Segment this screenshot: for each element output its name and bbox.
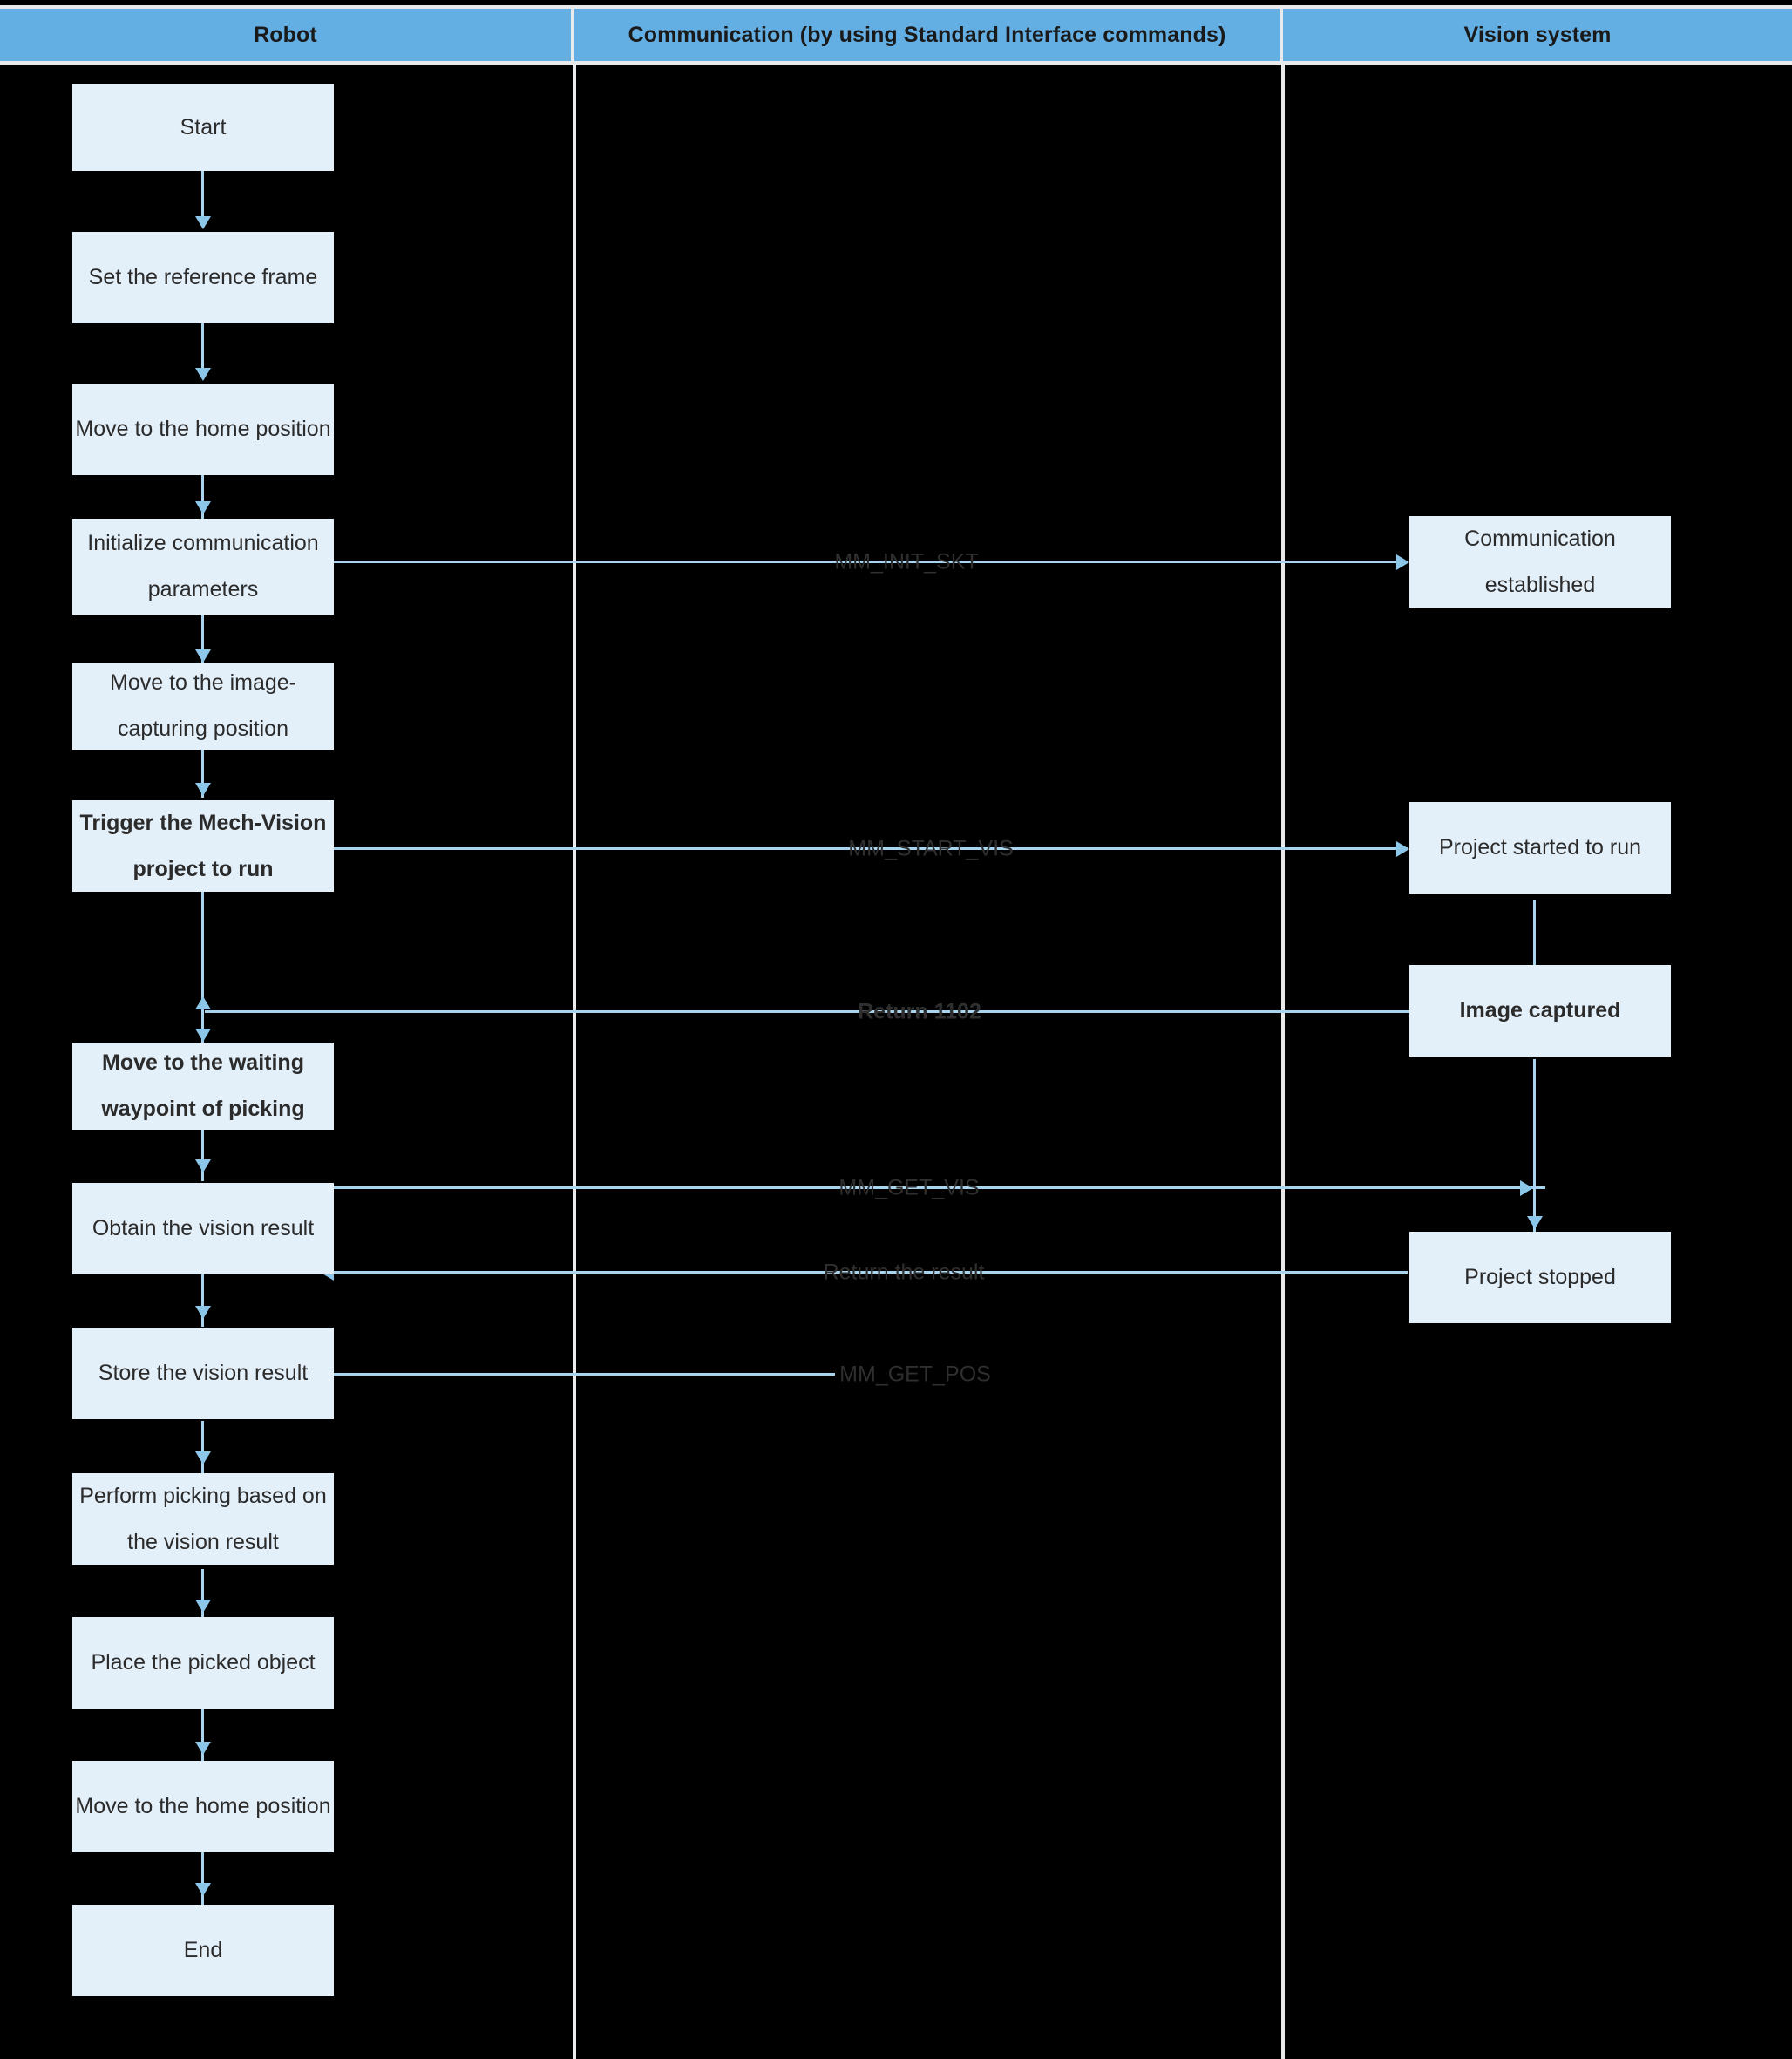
connector-place-to-home bbox=[201, 1709, 204, 1761]
node-initialize-communication-parameters-label: Initialize communication parameters bbox=[87, 531, 319, 601]
connector-home-to-end bbox=[201, 1852, 204, 1905]
lane-divider-2 bbox=[1281, 65, 1285, 2059]
message-label-return-1102: Return 1102 bbox=[858, 999, 981, 1024]
arrowhead-picking-to-place bbox=[195, 1600, 211, 1613]
node-trigger-mech-vision-project-label: Trigger the Mech-Vision project to run bbox=[79, 810, 327, 881]
node-place-picked-object[interactable]: Place the picked object bbox=[72, 1617, 334, 1709]
node-project-stopped-label: Project stopped bbox=[1464, 1265, 1616, 1289]
node-store-vision-result[interactable]: Store the vision result bbox=[72, 1328, 334, 1419]
connector-reference-to-home bbox=[201, 323, 204, 375]
arrowhead-store-to-picking bbox=[195, 1451, 211, 1464]
node-project-started-to-run-label: Project started to run bbox=[1438, 835, 1642, 860]
node-perform-picking-label: Perform picking based on the vision resu… bbox=[79, 1483, 327, 1554]
connector-capture-to-trigger bbox=[201, 750, 204, 798]
connector-captured-to-stopped bbox=[1533, 1059, 1536, 1233]
connector-picking-to-place bbox=[201, 1569, 204, 1617]
message-line-return-1102 bbox=[205, 1010, 1409, 1013]
node-place-picked-object-label: Place the picked object bbox=[91, 1650, 316, 1675]
lane-header-communication-label: Communication (by using Standard Interfa… bbox=[628, 22, 1226, 47]
lane-header-vision-label: Vision system bbox=[1463, 22, 1612, 47]
lane-header-communication: Communication (by using Standard Interfa… bbox=[574, 9, 1283, 61]
arrowhead-reference-to-home bbox=[195, 368, 211, 381]
message-line-mm-get-vis bbox=[334, 1186, 1545, 1189]
node-move-home-position-2[interactable]: Move to the home position bbox=[72, 1761, 334, 1852]
arrowhead-place-to-home bbox=[195, 1742, 211, 1755]
lane-divider-1 bbox=[573, 65, 576, 2059]
connector-store-to-picking bbox=[201, 1421, 204, 1473]
connector-home-to-init bbox=[201, 474, 204, 527]
node-move-waiting-waypoint-picking[interactable]: Move to the waiting waypoint of picking bbox=[72, 1043, 334, 1130]
node-move-home-position-1-label: Move to the home position bbox=[75, 417, 331, 441]
arrowhead-mm-init-skt bbox=[1396, 554, 1409, 570]
node-move-image-capturing-position[interactable]: Move to the image-capturing position bbox=[72, 663, 334, 750]
node-communication-established[interactable]: Communication established bbox=[1409, 516, 1671, 608]
arrowhead-captured-to-stopped bbox=[1527, 1216, 1543, 1229]
message-line-mm-get-pos bbox=[334, 1373, 835, 1376]
arrowhead-mm-start-vis bbox=[1396, 841, 1409, 857]
lane-header-robot-label: Robot bbox=[254, 22, 317, 47]
node-move-home-position-2-label: Move to the home position bbox=[75, 1794, 331, 1818]
message-label-mm-init-skt: MM_INIT_SKT bbox=[834, 549, 979, 574]
node-start[interactable]: Start bbox=[72, 84, 334, 171]
node-set-reference-frame[interactable]: Set the reference frame bbox=[72, 232, 334, 323]
arrowhead-trigger-to-waiting bbox=[195, 1029, 211, 1042]
node-initialize-communication-parameters[interactable]: Initialize communication parameters bbox=[72, 519, 334, 615]
connector-start-to-reference bbox=[201, 171, 204, 223]
connector-waiting-to-obtain bbox=[201, 1129, 204, 1181]
node-end-label: End bbox=[183, 1938, 223, 1962]
node-start-label: Start bbox=[180, 114, 227, 139]
lane-header-robot: Robot bbox=[0, 9, 574, 61]
node-move-waiting-waypoint-picking-label: Move to the waiting waypoint of picking bbox=[101, 1050, 305, 1121]
node-communication-established-label: Communication established bbox=[1464, 526, 1616, 597]
arrowhead-waiting-to-obtain bbox=[195, 1159, 211, 1172]
node-move-image-capturing-position-label: Move to the image-capturing position bbox=[110, 670, 296, 741]
header-top-rule bbox=[0, 5, 1792, 9]
lane-header-vision: Vision system bbox=[1283, 9, 1792, 61]
connector-obtain-to-store bbox=[201, 1274, 204, 1327]
arrowhead-init-to-capture bbox=[195, 649, 211, 663]
node-obtain-vision-result-label: Obtain the vision result bbox=[92, 1216, 315, 1240]
message-label-mm-start-vis: MM_START_VIS bbox=[848, 836, 1014, 861]
connector-init-to-capture bbox=[201, 615, 204, 667]
arrowhead-home-to-end bbox=[195, 1883, 211, 1896]
arrowhead-obtain-to-store bbox=[195, 1306, 211, 1319]
message-line-mm-init-skt bbox=[334, 561, 1408, 563]
node-end[interactable]: End bbox=[72, 1905, 334, 1996]
node-image-captured[interactable]: Image captured bbox=[1409, 965, 1671, 1057]
message-line-return-the-result bbox=[334, 1271, 1408, 1274]
arrowhead-home-to-init bbox=[195, 501, 211, 514]
node-project-started-to-run[interactable]: Project started to run bbox=[1409, 802, 1671, 894]
arrowhead-mm-get-vis bbox=[1520, 1180, 1533, 1196]
node-trigger-mech-vision-project[interactable]: Trigger the Mech-Vision project to run bbox=[72, 800, 334, 892]
header-bottom-rule bbox=[0, 61, 1792, 65]
message-label-return-the-result: Return the result bbox=[823, 1260, 985, 1285]
arrowhead-return-1102-into-robot bbox=[195, 996, 211, 1009]
node-image-captured-label: Image captured bbox=[1459, 998, 1621, 1023]
node-move-home-position-1[interactable]: Move to the home position bbox=[72, 384, 334, 475]
arrowhead-start-to-reference bbox=[195, 216, 211, 229]
node-set-reference-frame-label: Set the reference frame bbox=[88, 265, 318, 289]
connector-trigger-to-waiting bbox=[201, 891, 204, 1048]
node-obtain-vision-result[interactable]: Obtain the vision result bbox=[72, 1183, 334, 1274]
node-project-stopped[interactable]: Project stopped bbox=[1409, 1232, 1671, 1323]
arrowhead-capture-to-trigger bbox=[195, 783, 211, 796]
message-label-mm-get-vis: MM_GET_VIS bbox=[838, 1175, 980, 1200]
node-store-vision-result-label: Store the vision result bbox=[98, 1361, 309, 1385]
swimlane-header: Robot Communication (by using Standard I… bbox=[0, 9, 1792, 61]
node-perform-picking[interactable]: Perform picking based on the vision resu… bbox=[72, 1473, 334, 1565]
connector-started-to-captured bbox=[1533, 900, 1536, 996]
message-line-mm-start-vis bbox=[334, 847, 1408, 850]
message-label-mm-get-pos: MM_GET_POS bbox=[839, 1362, 991, 1387]
